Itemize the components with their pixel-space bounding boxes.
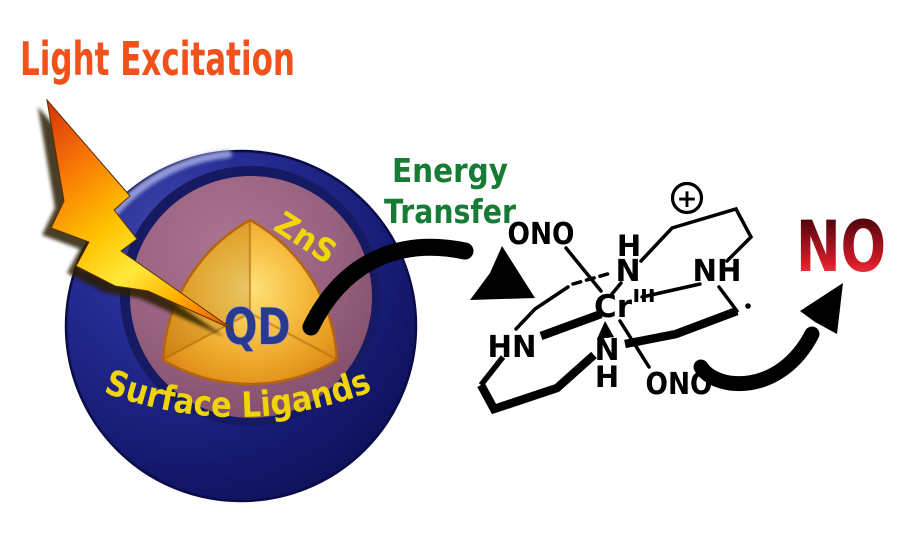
energy-arrow-shaft (302, 238, 474, 336)
light-excitation-label: Light Excitation (20, 32, 295, 86)
bond-chain-right (717, 285, 739, 313)
charge-circle (670, 181, 704, 215)
no-arrow-head (800, 283, 843, 334)
bond-hn-cr-bold (539, 310, 603, 340)
bond-dashed-back (571, 271, 613, 286)
wedge-nbottom-cr (597, 321, 614, 339)
bold-front-bonds (477, 307, 739, 415)
cr-cyclam-complex: + ONO H N NH Cr III HN N H ONO (477, 181, 754, 415)
amine-left-label: HN (488, 330, 537, 365)
bond-bold-bottom-loop (477, 351, 597, 415)
quantum-dot-sphere: ZnS QD Surface Ligands (64, 149, 418, 503)
charge-plus-label: + (677, 184, 698, 213)
bond-ono-top-cr (564, 246, 603, 293)
bond-chain-top-right (639, 206, 754, 263)
atom-labels: + ONO H N NH Cr III HN N H ONO (488, 184, 742, 402)
no-arrow-shaft (693, 326, 820, 392)
core-label: QD (224, 298, 291, 356)
energy-transfer-line1: Energy (392, 151, 508, 190)
bond-chain-left (514, 285, 570, 331)
bond-nhright-cr (640, 282, 702, 299)
lightning-bolt (46, 98, 235, 331)
bond-bold-right-bottom (624, 307, 739, 349)
stray-dot (745, 303, 751, 309)
no-product-label: NO (796, 206, 886, 288)
energy-transfer-label: Energy Transfer (384, 151, 517, 231)
amine-right-label: NH (693, 254, 742, 289)
bond-ntop-cr (610, 281, 623, 296)
bond-hn-downleft (478, 355, 506, 387)
amine-bottom-n-label: N (594, 333, 619, 368)
core-facet-seams (163, 221, 337, 360)
nitrito-top-label: ONO (508, 217, 575, 252)
amine-bottom-h-label: H (595, 360, 619, 394)
lightning-bolt-icon (38, 98, 235, 337)
core-shadow-facet (164, 221, 250, 359)
metal-label: Cr (594, 289, 633, 325)
energy-transfer-line2: Transfer (384, 192, 517, 231)
amine-top-n-label: N (615, 254, 640, 289)
no-release-arrow (693, 283, 843, 392)
energy-transfer-arrow (302, 238, 535, 336)
oxidation-state-label: III (633, 286, 656, 307)
amine-top-h-label: H (617, 229, 641, 263)
energy-arrow-head (470, 246, 535, 300)
